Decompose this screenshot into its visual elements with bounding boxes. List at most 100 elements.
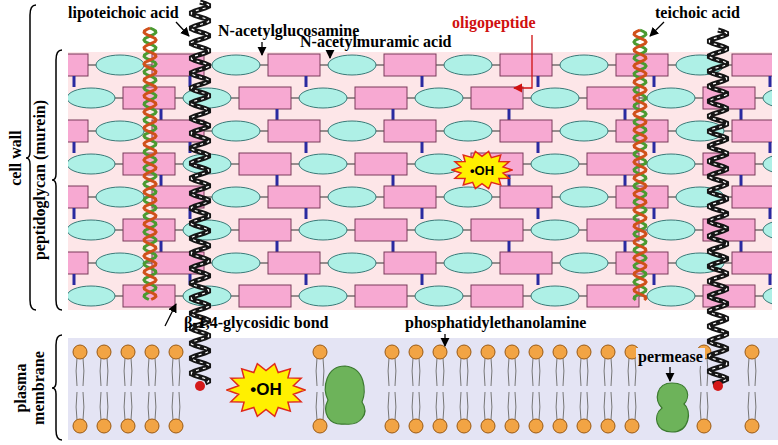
- teichoic-strand: [634, 30, 646, 300]
- coil-highlight: [709, 30, 726, 384]
- peptide-crosslink: [276, 241, 279, 252]
- lipid-tail: [131, 392, 133, 420]
- lipid-tail: [748, 392, 750, 420]
- peptide-crosslink: [73, 76, 76, 87]
- glucosamine-unit: [68, 88, 115, 108]
- peptide-crosslink: [740, 241, 743, 252]
- muramic-unit: [471, 285, 523, 307]
- glucosamine-unit: [68, 220, 115, 240]
- lipid-tail: [107, 358, 109, 386]
- muramic-unit: [500, 54, 552, 76]
- muramic-unit: [587, 285, 639, 307]
- lipid-anchor: [713, 381, 723, 391]
- lipid-tail: [155, 358, 157, 386]
- peptide-crosslink: [653, 274, 656, 285]
- lipid-bilayer: [73, 345, 759, 433]
- lipid-tail: [388, 392, 390, 420]
- glucosamine-unit: [444, 55, 492, 75]
- lipid-tail: [587, 392, 589, 420]
- lipid-tail: [628, 392, 630, 420]
- glucosamine-unit: [763, 154, 772, 174]
- lipid-head: [505, 419, 519, 433]
- teichoic-strand: [634, 30, 646, 300]
- lipid-head: [745, 345, 759, 359]
- muramic-unit: [239, 153, 291, 175]
- peptide-crosslink: [305, 274, 308, 285]
- lipid-head: [409, 345, 423, 359]
- teichoic-coils: [144, 2, 727, 391]
- glucosamine-unit: [444, 253, 492, 273]
- lipid-tail: [604, 392, 606, 420]
- peptide-crosslink: [73, 142, 76, 153]
- lipid-tail: [460, 358, 462, 386]
- peptide-crosslink: [160, 109, 163, 120]
- lipid-tail: [179, 392, 181, 420]
- glucosamine-unit: [444, 187, 492, 207]
- lipid-head: [601, 345, 615, 359]
- peptide-crosslink: [653, 76, 656, 87]
- lipid-head: [481, 419, 495, 433]
- peptide-crosslink: [769, 142, 772, 153]
- glucosamine-unit: [415, 286, 463, 306]
- radical-burst: •OH: [226, 362, 306, 418]
- glucosamine-unit: [531, 88, 579, 108]
- muramic-unit: [123, 285, 175, 307]
- lipid-tail: [436, 392, 438, 420]
- muramic-unit: [587, 219, 639, 241]
- part-label: phosphatidylethanolamine: [405, 314, 586, 332]
- lipid-tail: [412, 392, 414, 420]
- glucosamine-unit: [676, 121, 724, 141]
- lipid-tail: [563, 392, 565, 420]
- glucosamine-unit: [531, 286, 579, 306]
- leader-line: [176, 22, 189, 36]
- lipid-tail: [83, 358, 85, 386]
- radical-text: •OH: [250, 380, 281, 400]
- lipid-head: [553, 345, 567, 359]
- peptide-crosslink: [421, 142, 424, 153]
- lipid-tail: [467, 358, 469, 386]
- peptidoglycan-mesh: [68, 54, 772, 307]
- lipid-head: [433, 419, 447, 433]
- lipid-tail: [443, 358, 445, 386]
- lipid-head: [73, 345, 87, 359]
- muramic-unit: [268, 54, 320, 76]
- glucosamine-unit: [647, 286, 695, 306]
- glucosamine-unit: [299, 286, 347, 306]
- peptide-crosslink: [624, 241, 627, 252]
- lipid-tail: [556, 358, 558, 386]
- lipid-tail: [76, 392, 78, 420]
- muramic-unit: [732, 54, 772, 76]
- glucosamine-unit: [647, 88, 695, 108]
- lipid-head: [577, 419, 591, 433]
- glucosamine-unit: [328, 253, 376, 273]
- lipid-head: [529, 345, 543, 359]
- lipid-head: [505, 345, 519, 359]
- lipid-tail: [395, 392, 397, 420]
- lipid-head: [385, 345, 399, 359]
- lipid-tail: [172, 392, 174, 420]
- glucosamine-unit: [328, 55, 376, 75]
- lipid-head: [97, 419, 111, 433]
- lipid-tail: [628, 358, 630, 386]
- peptide-crosslink: [73, 208, 76, 219]
- lipid-head: [73, 419, 87, 433]
- peptide-crosslink: [537, 76, 540, 87]
- peptide-crosslink: [305, 76, 308, 87]
- muramic-unit: [732, 120, 772, 142]
- muramic-unit: [68, 54, 88, 76]
- lipid-tail: [755, 392, 757, 420]
- lipid-tail: [124, 358, 126, 386]
- part-label: lipoteichoic acid: [68, 4, 179, 22]
- peptide-crosslink: [653, 208, 656, 219]
- lipid-head: [433, 345, 447, 359]
- peptide-crosslink: [276, 109, 279, 120]
- muramic-unit: [239, 87, 291, 109]
- peptide-crosslink: [305, 208, 308, 219]
- lipid-tail: [467, 392, 469, 420]
- lipid-tail: [131, 358, 133, 386]
- lipid-head: [121, 419, 135, 433]
- lipid-tail: [700, 392, 702, 420]
- muramic-unit: [268, 186, 320, 208]
- glucosamine-unit: [444, 121, 492, 141]
- leader-line: [669, 367, 670, 381]
